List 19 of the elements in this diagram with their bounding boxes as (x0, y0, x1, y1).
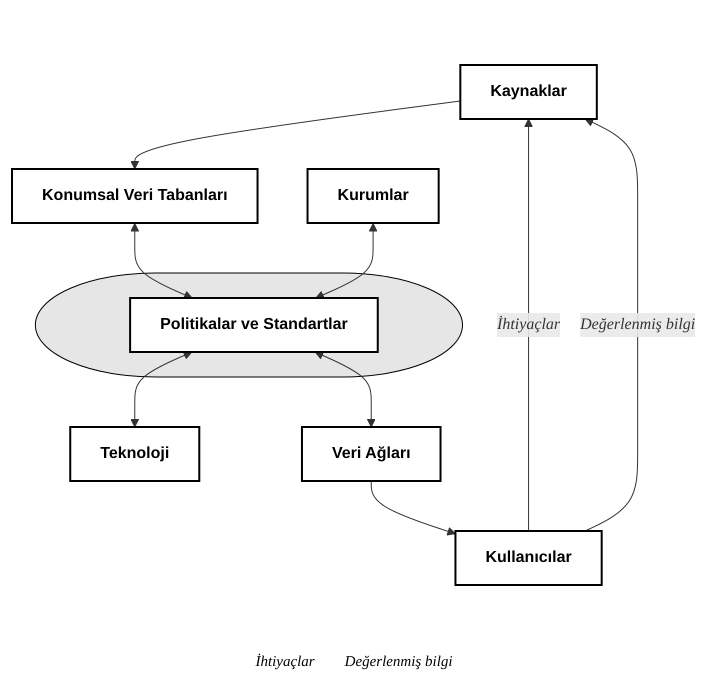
edge-label: Değerlenmiş bilgi (580, 316, 696, 333)
node-box: Teknoloji (70, 426, 201, 482)
arrow (130, 100, 462, 170)
node-box: Veri Ağları (301, 426, 442, 482)
arrow (130, 223, 193, 299)
node-box: Kurumlar (306, 168, 440, 224)
flow-label: Değerlenmiş bilgi (344, 654, 453, 671)
arrow (315, 351, 376, 428)
node-box: Kaynaklar (460, 64, 598, 120)
arrow (585, 118, 639, 532)
arrow (316, 223, 378, 299)
arrow (371, 480, 456, 536)
edge-label: İhtiyaçlar (497, 316, 560, 333)
node-box: Kullanıcılar (454, 530, 604, 586)
node-box: Konumsal Veri Tabanları (11, 168, 259, 224)
arrow (130, 351, 192, 428)
node-box: Politikalar ve Standartlar (130, 297, 380, 353)
arrow (524, 118, 534, 532)
flow-label: İhtiyaçlar (255, 654, 315, 671)
